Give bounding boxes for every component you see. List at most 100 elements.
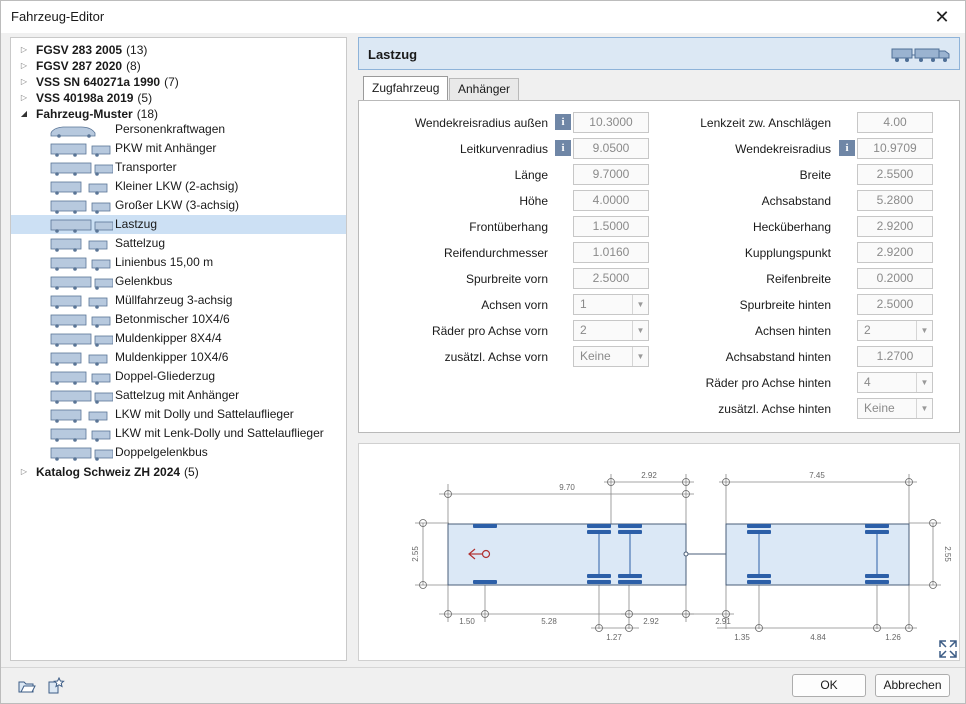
field-input[interactable]: 2.9200	[857, 242, 933, 263]
field-input[interactable]: 4.00	[857, 112, 933, 133]
svg-text:5.28: 5.28	[541, 617, 557, 626]
tree-item-label: Lastzug	[115, 217, 158, 231]
tree-item[interactable]: Linienbus 15,00 m	[11, 253, 346, 272]
field-value: 5.2800	[876, 193, 914, 207]
vehicle-icon	[50, 390, 113, 404]
expand-arrow-icon[interactable]: ▷	[20, 61, 28, 70]
tree-group[interactable]: ▷ FGSV 283 2005 (13)	[11, 41, 147, 58]
field-label: Länge	[514, 168, 548, 182]
info-icon[interactable]: i	[555, 140, 571, 156]
field-input[interactable]: 2.9200	[857, 216, 933, 237]
tree-group[interactable]: ▷ Katalog Schweiz ZH 2024 (5)	[11, 463, 199, 480]
tree-item[interactable]: Muldenkipper 10X4/6	[11, 348, 346, 367]
group-name: VSS SN 640271a 1990	[36, 74, 161, 89]
field-select[interactable]: 2▼	[573, 320, 649, 341]
field-select[interactable]: Keine▼	[857, 398, 933, 419]
field-input[interactable]: 1.2700	[857, 346, 933, 367]
field-value: 2.9200	[876, 219, 914, 233]
tree-group-expanded[interactable]: ◢ Fahrzeug-Muster (18)	[11, 105, 158, 122]
ok-button[interactable]: OK	[792, 674, 866, 697]
field-value: 2.9200	[876, 245, 914, 259]
expand-arrow-icon[interactable]: ▷	[20, 45, 28, 54]
close-button[interactable]: ✕	[919, 1, 965, 33]
close-icon: ✕	[934, 6, 950, 27]
field-label: Leitkurvenradius	[459, 142, 548, 156]
field-label: zusätzl. Achse hinten	[718, 402, 831, 416]
cancel-button[interactable]: Abbrechen	[875, 674, 950, 697]
open-folder-icon[interactable]	[18, 677, 36, 695]
chevron-down-icon[interactable]: ▼	[916, 321, 932, 340]
expand-arrow-icon[interactable]: ▷	[20, 467, 28, 476]
svg-text:1.35: 1.35	[734, 633, 750, 642]
tree-item[interactable]: Müllfahrzeug 3-achsig	[11, 291, 346, 310]
expand-arrow-icon[interactable]: ▷	[20, 77, 28, 86]
svg-text:9.70: 9.70	[559, 483, 575, 492]
tree-group[interactable]: ▷ VSS 40198a 2019 (5)	[11, 89, 152, 106]
tree-item[interactable]: Kleiner LKW (2-achsig)	[11, 177, 346, 196]
tree-item[interactable]: PKW mit Anhänger	[11, 139, 346, 158]
tree-group[interactable]: ▷ VSS SN 640271a 1990 (7)	[11, 73, 179, 90]
group-name: Fahrzeug-Muster	[36, 106, 133, 121]
field-value: 2.5000	[592, 271, 630, 285]
field-select[interactable]: 4▼	[857, 372, 933, 393]
field-input[interactable]: 2.5000	[573, 268, 649, 289]
collapse-arrow-icon[interactable]: ◢	[20, 109, 28, 118]
tab-anhaenger[interactable]: Anhänger	[449, 78, 520, 101]
tree-item[interactable]: Transporter	[11, 158, 346, 177]
vehicle-icon	[50, 295, 108, 309]
tree-item[interactable]: Sattelzug	[11, 234, 346, 253]
tab-zugfahrzeug[interactable]: Zugfahrzeug	[363, 76, 449, 101]
field-value: 2	[864, 323, 871, 337]
field-input[interactable]: 2.5500	[857, 164, 933, 185]
tree-item[interactable]: Doppelgelenkbus	[11, 443, 346, 462]
svg-text:1.50: 1.50	[459, 617, 475, 626]
field-input[interactable]: 9.0500	[573, 138, 649, 159]
chevron-down-icon[interactable]: ▼	[632, 295, 648, 314]
tree-item[interactable]: Personenkraftwagen	[11, 120, 346, 139]
tree-item[interactable]: Muldenkipper 8X4/4	[11, 329, 346, 348]
field-select[interactable]: 2▼	[857, 320, 933, 341]
footer-separator	[1, 667, 965, 668]
chevron-down-icon[interactable]: ▼	[632, 347, 648, 366]
vehicle-icon	[50, 143, 111, 157]
expand-arrow-icon[interactable]: ▷	[20, 93, 28, 102]
tree-group[interactable]: ▷ FGSV 287 2020 (8)	[11, 57, 141, 74]
tree-item-label: Großer LKW (3-achsig)	[115, 198, 240, 212]
field-input[interactable]: 0.2000	[857, 268, 933, 289]
chevron-down-icon[interactable]: ▼	[632, 321, 648, 340]
field-input[interactable]: 1.5000	[573, 216, 649, 237]
tree-item[interactable]: Doppel-Gliederzug	[11, 367, 346, 386]
field-input[interactable]: 1.0160	[573, 242, 649, 263]
tree-item-label: Muldenkipper 10X4/6	[115, 350, 229, 364]
field-label: Spurbreite vorn	[465, 272, 548, 286]
field-input[interactable]: 5.2800	[857, 190, 933, 211]
info-icon[interactable]: i	[555, 114, 571, 130]
chevron-down-icon[interactable]: ▼	[916, 373, 932, 392]
favorite-star-icon[interactable]	[47, 677, 65, 695]
field-input[interactable]: 9.7000	[573, 164, 649, 185]
tree-item-label: LKW mit Lenk-Dolly und Sattelauflieger	[115, 426, 324, 440]
tree-item[interactable]: LKW mit Dolly und Sattelauflieger	[11, 405, 346, 424]
vehicle-icon	[50, 257, 111, 271]
tree-item[interactable]: Lastzug	[11, 215, 346, 234]
vehicle-icon	[50, 447, 113, 461]
field-select[interactable]: Keine▼	[573, 346, 649, 367]
field-input[interactable]: 2.5000	[857, 294, 933, 315]
vehicle-tree[interactable]: ▷ FGSV 283 2005 (13) ▷ FGSV 287 2020 (8)…	[10, 37, 347, 661]
vehicle-icon	[50, 219, 113, 233]
tree-item[interactable]: Sattelzug mit Anhänger	[11, 386, 346, 405]
field-input[interactable]: 10.9709	[857, 138, 933, 159]
chevron-down-icon[interactable]: ▼	[916, 399, 932, 418]
tree-item[interactable]: LKW mit Lenk-Dolly und Sattelauflieger	[11, 424, 346, 443]
field-value: 1.2700	[876, 349, 914, 363]
tree-item[interactable]: Großer LKW (3-achsig)	[11, 196, 346, 215]
field-input[interactable]: 10.3000	[573, 112, 649, 133]
field-select[interactable]: 1▼	[573, 294, 649, 315]
svg-text:7.45: 7.45	[809, 471, 825, 480]
tree-item[interactable]: Gelenkbus	[11, 272, 346, 291]
svg-text:4.84: 4.84	[810, 633, 826, 642]
tree-item[interactable]: Betonmischer 10X4/6	[11, 310, 346, 329]
info-icon[interactable]: i	[839, 140, 855, 156]
field-input[interactable]: 4.0000	[573, 190, 649, 211]
